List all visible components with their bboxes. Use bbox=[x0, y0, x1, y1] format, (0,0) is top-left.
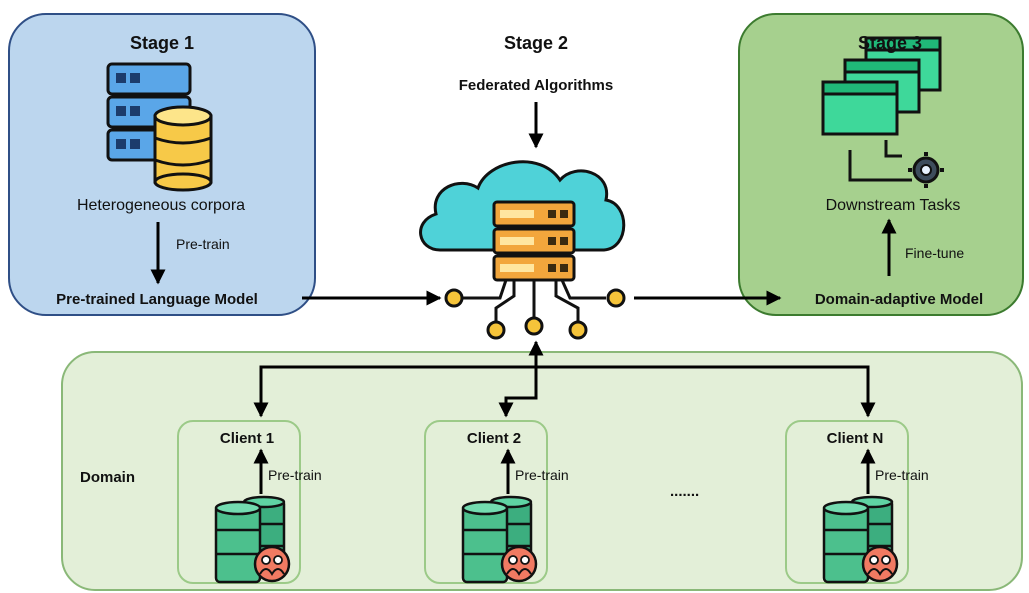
client-n-title: Client N bbox=[826, 430, 884, 447]
client-2-title: Client 2 bbox=[466, 430, 522, 447]
client-n-pretrain-label: Pre-train bbox=[875, 467, 929, 483]
client-1-title: Client 1 bbox=[219, 430, 275, 447]
client-2-pretrain-label: Pre-train bbox=[515, 467, 569, 483]
stage1-pretrain-label: Pre-train bbox=[176, 236, 230, 252]
private-database-icon bbox=[461, 495, 538, 584]
federated-algorithms-label: Federated Algorithms bbox=[458, 77, 614, 94]
cloud-server-network-icon bbox=[419, 160, 626, 340]
finetune-label: Fine-tune bbox=[905, 245, 965, 261]
private-database-icon bbox=[822, 495, 899, 584]
ellipsis: ....... bbox=[670, 483, 700, 500]
private-database-icon bbox=[214, 495, 291, 584]
pretrained-model-label: Pre-trained Language Model bbox=[56, 291, 258, 308]
stage2-title: Stage 2 bbox=[503, 33, 569, 53]
stage3-title: Stage 3 bbox=[857, 33, 923, 53]
server-to-client1-arrow bbox=[253, 365, 536, 418]
domain-adaptive-model-label: Domain-adaptive Model bbox=[814, 291, 984, 308]
server-to-client2-arrow bbox=[498, 390, 538, 418]
domain-label: Domain bbox=[80, 469, 136, 486]
windows-settings-icon bbox=[821, 36, 944, 188]
corpus-label: Heterogeneous corpora bbox=[76, 197, 246, 214]
server-to-clientn-arrow bbox=[536, 365, 876, 418]
server-database-icon bbox=[106, 62, 213, 192]
stage1-title: Stage 1 bbox=[129, 33, 195, 53]
downstream-tasks-label: Downstream Tasks bbox=[825, 197, 961, 214]
client-1-pretrain-label: Pre-train bbox=[268, 467, 322, 483]
